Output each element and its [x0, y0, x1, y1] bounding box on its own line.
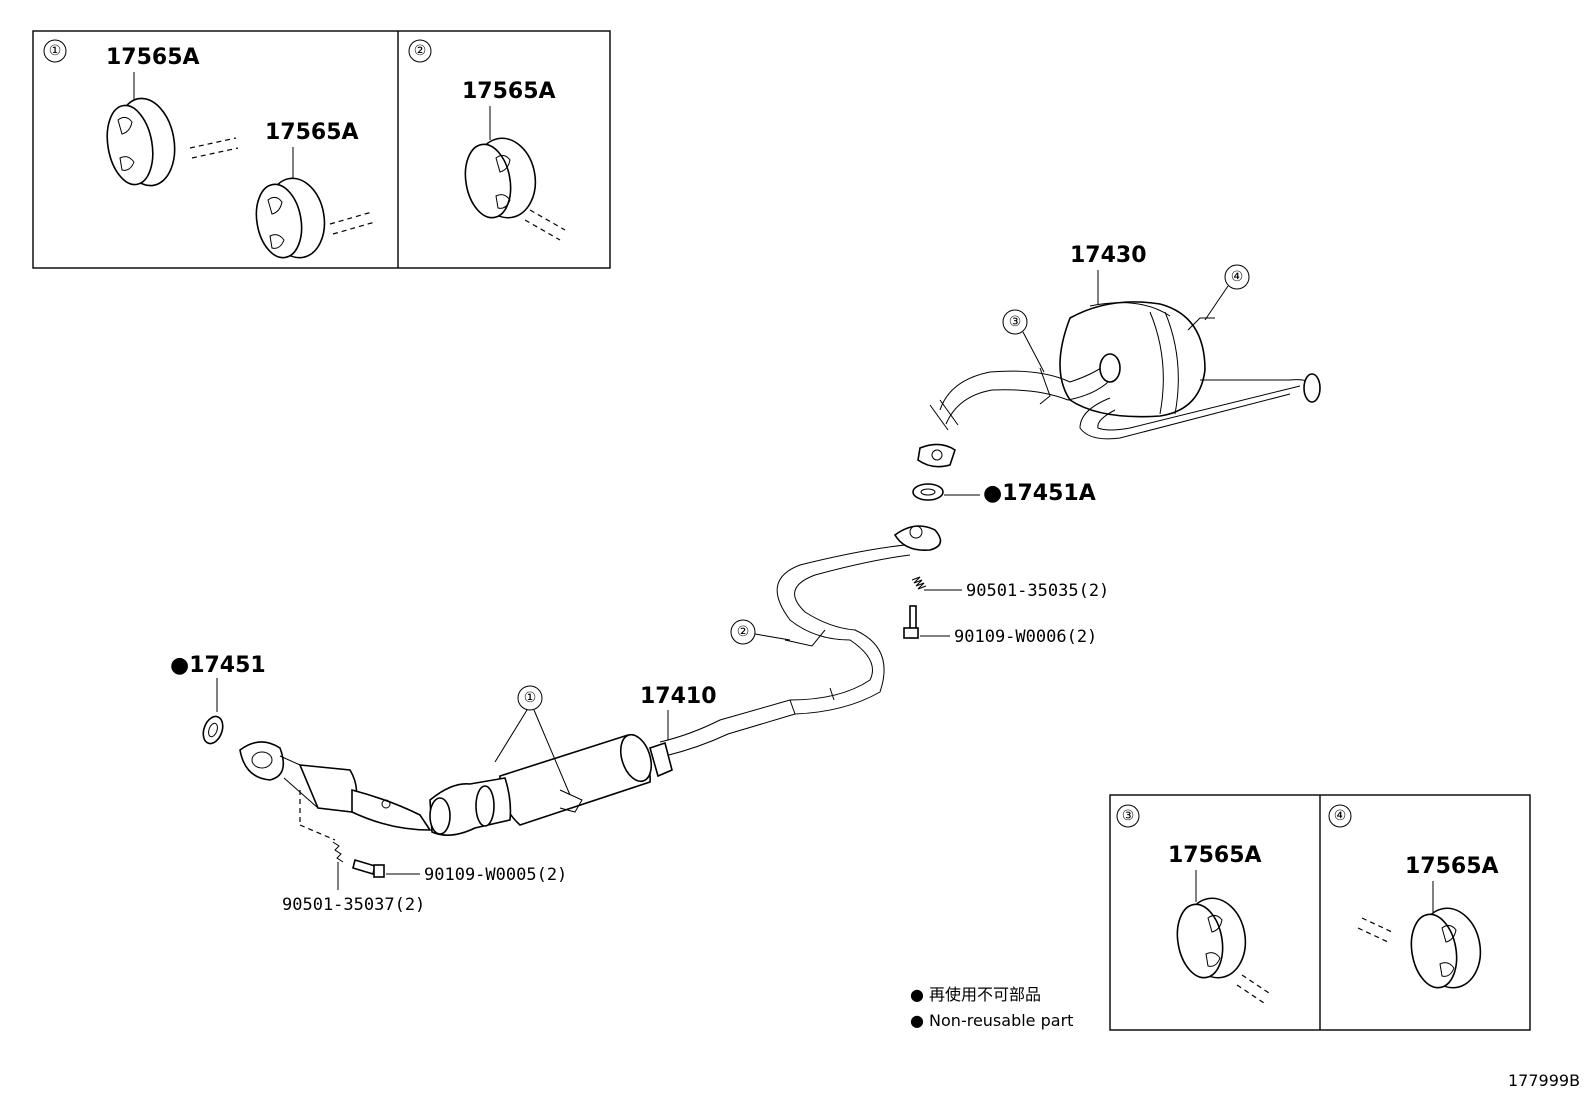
inset-1-label-b: 17565A — [265, 120, 359, 145]
hanger-icon — [464, 137, 537, 219]
callout-1: ① — [494, 685, 571, 796]
hanger-icon — [106, 97, 176, 187]
legend-en: ● Non-reusable part — [910, 1011, 1073, 1030]
legend-jp: ● 再使用不可部品 — [910, 985, 1041, 1004]
hanger-icon — [255, 177, 326, 259]
svg-text:④: ④ — [1231, 269, 1244, 285]
inset-2-label: 17565A — [462, 79, 556, 104]
front-fasteners: 90501-35037(2) 90109-W0005(2) — [282, 790, 567, 915]
svg-text:③: ③ — [1009, 314, 1022, 330]
inset-4-label: 17565A — [1405, 854, 1499, 879]
inset-3: ③ 17565A — [1116, 804, 1273, 1006]
pin-icon — [189, 137, 239, 159]
legend: ● 再使用不可部品 ● Non-reusable part — [910, 985, 1073, 1030]
tail-pipe-assembly: 17430 — [917, 243, 1321, 468]
inset-2-marker: ② — [414, 43, 427, 59]
spring-front-label: 90501-35037(2) — [282, 895, 425, 915]
hanger-icon — [1410, 907, 1482, 989]
pin-icon — [1236, 974, 1273, 1006]
inset-box-3-4 — [1109, 794, 1531, 1031]
gasket-center: ●17451A — [912, 481, 1096, 506]
front-pipe-label: 17410 — [640, 684, 717, 709]
inset-1: ① 17565A 17565A — [43, 39, 376, 259]
bolt-center: 90109-W0006(2) — [903, 605, 1097, 647]
inset-4: ④ 17565A — [1328, 804, 1499, 989]
pin-icon — [1357, 917, 1393, 943]
callout-2: ② — [730, 619, 791, 645]
gasket-center-label: ●17451A — [983, 481, 1096, 506]
front-pipe: 17410 — [239, 684, 717, 836]
inset-1-marker: ① — [49, 43, 62, 59]
inset-1-label-a: 17565A — [106, 45, 200, 70]
gasket-front-label: ●17451 — [170, 653, 266, 678]
svg-text:②: ② — [737, 624, 750, 640]
center-pipe — [659, 525, 942, 757]
bolt-center-label: 90109-W0006(2) — [954, 627, 1097, 647]
callout-3: ③ — [1002, 309, 1045, 373]
inset-2: ② 17565A — [408, 39, 566, 241]
pin-icon — [524, 209, 566, 241]
spring-center: 90501-35035(2) — [911, 576, 1109, 601]
pin-icon — [329, 211, 376, 235]
tailpipe-label: 17430 — [1070, 243, 1147, 268]
gasket-front: ●17451 — [170, 653, 266, 745]
inset-3-marker: ③ — [1122, 808, 1135, 824]
inset-box-1-2 — [32, 30, 611, 269]
spring-center-label: 90501-35035(2) — [966, 581, 1109, 601]
hanger-icon — [1176, 897, 1247, 979]
bolt-front-label: 90109-W0005(2) — [424, 865, 567, 885]
inset-3-label: 17565A — [1168, 843, 1262, 868]
callout-4: ④ — [1204, 264, 1250, 321]
inset-4-marker: ④ — [1334, 808, 1347, 824]
svg-text:①: ① — [524, 690, 537, 706]
figure-ref: 177999B — [1508, 1071, 1580, 1090]
